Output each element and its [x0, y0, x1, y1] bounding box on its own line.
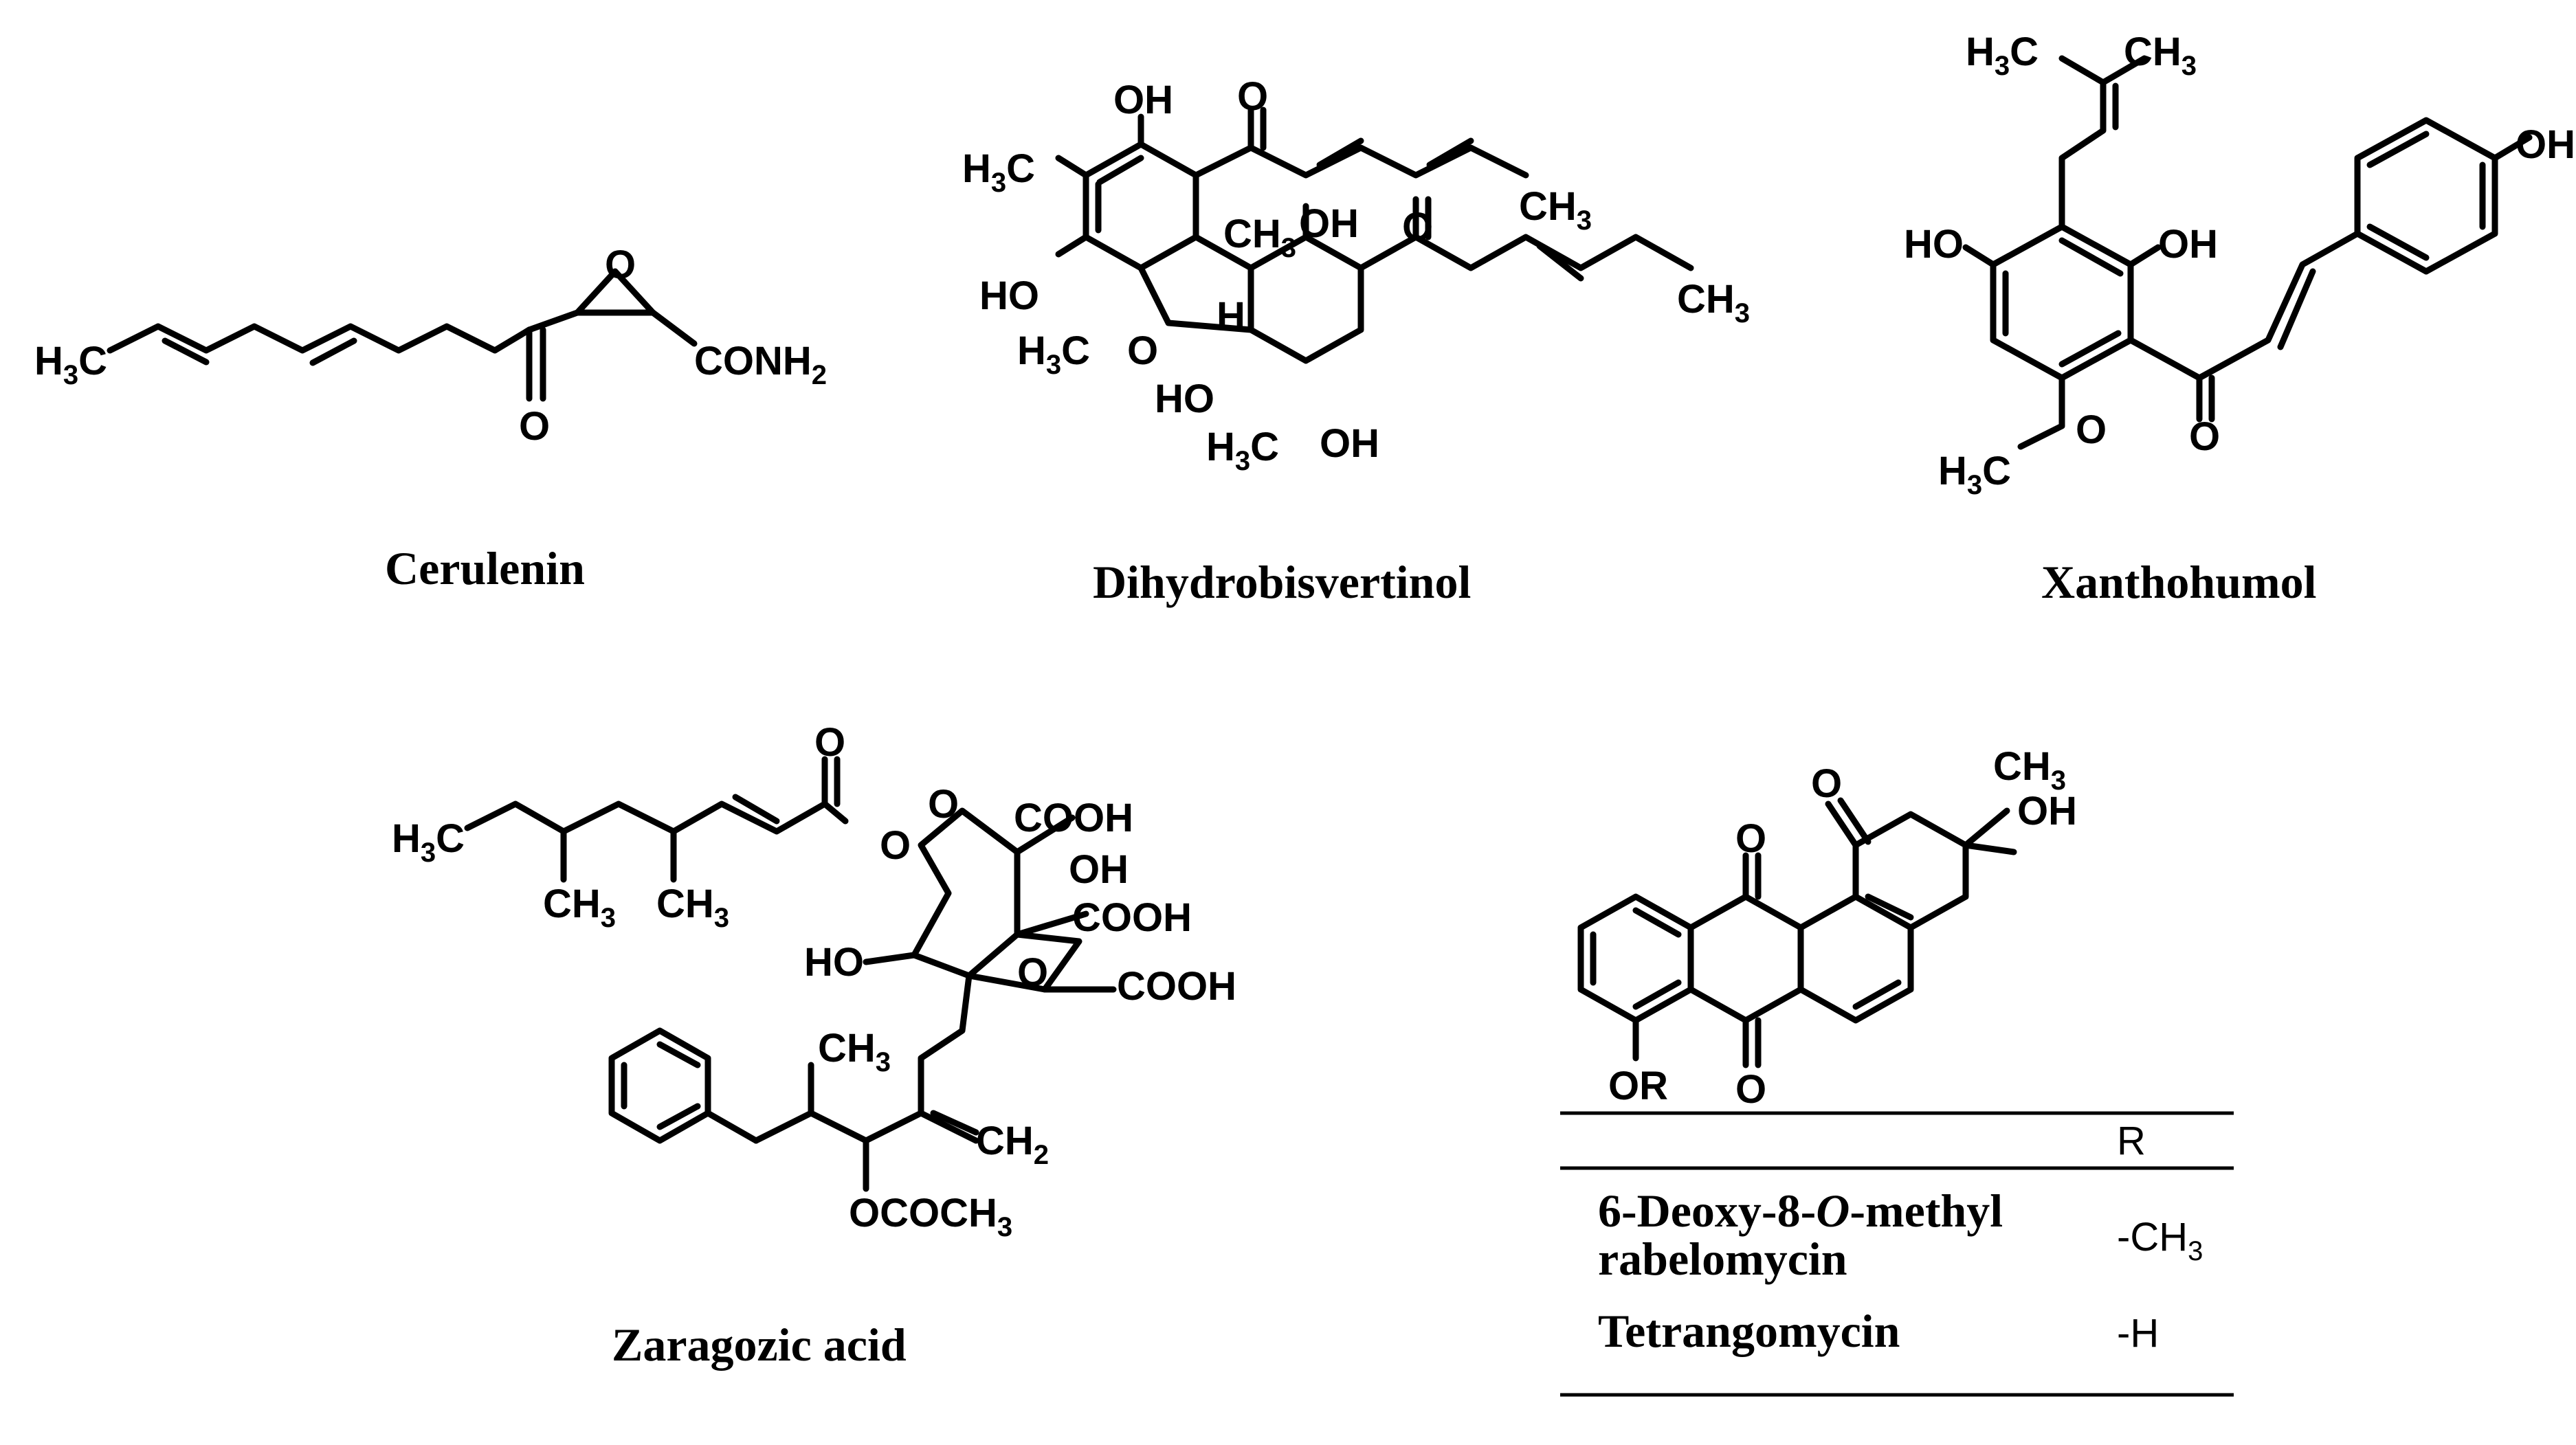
caption-xanthohumol: Xanthohumol	[2041, 556, 2317, 608]
xanthohumol-structure: H3C CH3 OH HO OH O O H3C Xanthohumol	[1904, 30, 2575, 608]
dhb-ch3-far-label: CH3	[1677, 277, 1750, 328]
tet-oh-label: OH	[2017, 789, 2077, 833]
xan-oh-right-label: OH	[2516, 122, 2575, 167]
dhb-oh-bottom-label: OH	[1320, 421, 1379, 466]
table-row1-r-value: -CH3	[2117, 1215, 2203, 1266]
dhb-h3c-bottom-label: H3C	[1206, 425, 1279, 476]
zara-ester-o2-label: O	[880, 823, 911, 868]
cerulenin-conh2-label: CONH2	[694, 339, 827, 390]
zara-oh-label: OH	[1069, 847, 1129, 892]
dhb-ho-left-label: HO	[979, 273, 1039, 318]
zara-ch3-b-label: CH3	[656, 882, 729, 933]
dhb-h-label: H	[1217, 294, 1245, 339]
dhb-ring-o-label: O	[1127, 328, 1158, 373]
zara-cooh-2-label: COOH	[1072, 895, 1192, 940]
dhb-keto-o-label: O	[1237, 74, 1268, 119]
table-row1-name-line2: rabelomycin	[1598, 1233, 1847, 1285]
zara-ester-o-label: O	[814, 720, 845, 765]
zara-cooh-3-label: COOH	[1117, 964, 1236, 1009]
zara-cooh-1-label: COOH	[1014, 796, 1133, 840]
dhb-h3c-label: H3C	[962, 146, 1035, 198]
zara-ch3-c-label: CH3	[818, 1026, 891, 1077]
table-row2-name: Tetrangomycin	[1598, 1305, 1900, 1357]
dhb-ch3-right-label: CH3	[1519, 184, 1592, 236]
xan-methoxy-o-label: O	[2076, 407, 2107, 452]
zara-bridge-o-label: O	[928, 782, 959, 827]
zara-ococh3-label: OCOCH3	[849, 1191, 1012, 1242]
tet-keto-o-mid-label: O	[1735, 816, 1766, 861]
table-header-r: R	[2117, 1119, 2146, 1163]
dhb-ho-low-label: HO	[1155, 377, 1214, 421]
caption-dihydrobisvertinol: Dihydrobisvertinol	[1093, 556, 1471, 608]
tet-keto-o-bottom-label: O	[1735, 1067, 1766, 1112]
dhb-oh-mid-label: OH	[1299, 201, 1359, 246]
tetrangomycin-structure: O CH3 OH O O OR R 6-Deoxy-8-O-methyl rab…	[1560, 744, 2234, 1397]
dihydrobisvertinol-structure: OH H3C O CH3 CH3 OH O CH3 HO H H3C O HO …	[962, 74, 1750, 608]
dhb-oh-top-label: OH	[1113, 78, 1173, 122]
table-row1-name-line1: 6-Deoxy-8-O-methyl	[1598, 1185, 2003, 1237]
table-row2-r-value: -H	[2117, 1311, 2159, 1356]
zara-h3c-label: H3C	[392, 816, 465, 868]
tet-ch3-label: CH3	[1993, 744, 2066, 796]
tet-keto-o-top-label: O	[1811, 761, 1842, 806]
zara-ch3-a-label: CH3	[543, 882, 616, 933]
zara-ho-label: HO	[804, 940, 864, 985]
dhb-keto2-o-label: O	[1402, 205, 1433, 249]
zara-ring-o-label: O	[1017, 950, 1048, 995]
dhb-ch3-mid-label: CH3	[1223, 212, 1296, 263]
xan-ho-left-label: HO	[1904, 222, 1964, 267]
xan-h3c-bottom-label: H3C	[1938, 449, 2011, 500]
xan-oh-mid-label: OH	[2158, 222, 2218, 267]
dhb-h3c-low-label: H3C	[1017, 328, 1090, 380]
zara-ch2-label: CH2	[976, 1119, 1049, 1170]
xan-keto-o-label: O	[2189, 414, 2220, 459]
caption-cerulenin: Cerulenin	[385, 542, 585, 594]
cerulenin-epoxide-o-label: O	[605, 243, 636, 287]
tet-or-label: OR	[1608, 1064, 1668, 1108]
cerulenin-keto-o-label: O	[519, 404, 550, 449]
cerulenin-h3c-label: H3C	[34, 339, 107, 390]
zaragozic-acid-structure: H3C CH3 CH3 O O O COOH OH COOH HO O COOH…	[392, 720, 1236, 1371]
xan-h3c-top-label: H3C	[1966, 30, 2039, 81]
cerulenin-structure: H3C O O CONH2 Cerulenin	[34, 243, 827, 594]
caption-zaragozic-acid: Zaragozic acid	[612, 1319, 907, 1371]
xan-ch3-top-label: CH3	[2124, 30, 2197, 81]
